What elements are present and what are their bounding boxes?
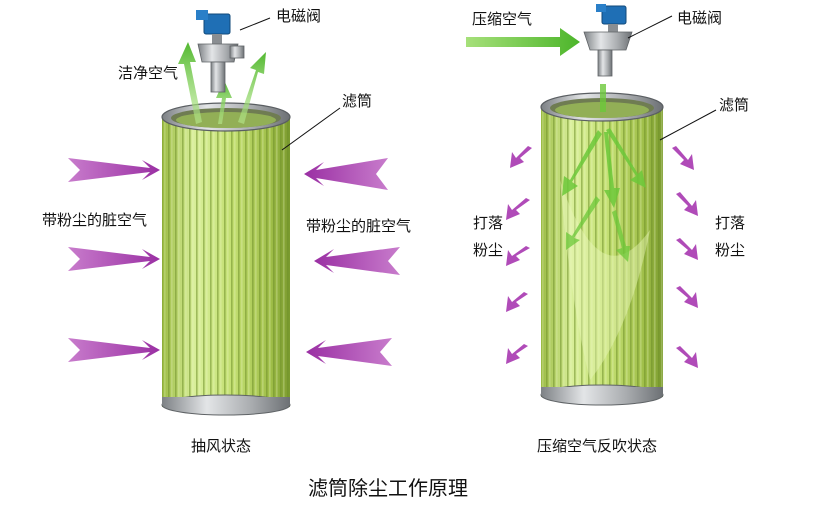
diagram-title: 滤筒除尘工作原理 (308, 478, 468, 498)
right-valve-leader-line (628, 16, 672, 38)
right-caption: 压缩空气反吹状态 (537, 439, 657, 454)
left-valve-leader-line (240, 18, 270, 30)
left-filter-cartridge (162, 103, 290, 415)
dust-right-label-line2: 粉尘 (715, 243, 745, 258)
dirty-air-arrows-right (304, 158, 400, 366)
dust-arrows-left (506, 146, 532, 364)
dust-left-label-line1: 打落 (473, 216, 503, 231)
left-caption: 抽风状态 (191, 439, 251, 454)
dust-right-label-line1: 打落 (715, 216, 745, 231)
compressed-air-arrow (466, 28, 580, 56)
left-valve-label: 电磁阀 (276, 9, 321, 24)
left-solenoid-valve-icon (196, 10, 244, 92)
dirty-air-left-label: 带粉尘的脏空气 (42, 213, 147, 228)
right-filter-label: 滤筒 (719, 98, 749, 113)
left-filter-leader-line (282, 108, 340, 150)
dust-arrows-right (672, 146, 698, 368)
left-filter-label: 滤筒 (342, 94, 372, 109)
dirty-air-arrows-left (68, 158, 160, 362)
right-solenoid-valve-icon (584, 4, 632, 76)
dirty-air-right-label: 带粉尘的脏空气 (306, 219, 411, 234)
dust-left-label-line2: 粉尘 (473, 243, 503, 258)
compressed-air-label: 压缩空气 (472, 12, 532, 27)
right-filter-leader-line (660, 110, 716, 140)
right-valve-label: 电磁阀 (677, 11, 722, 26)
clean-air-label: 洁净空气 (118, 66, 178, 81)
right-filter-cartridge (541, 93, 663, 405)
